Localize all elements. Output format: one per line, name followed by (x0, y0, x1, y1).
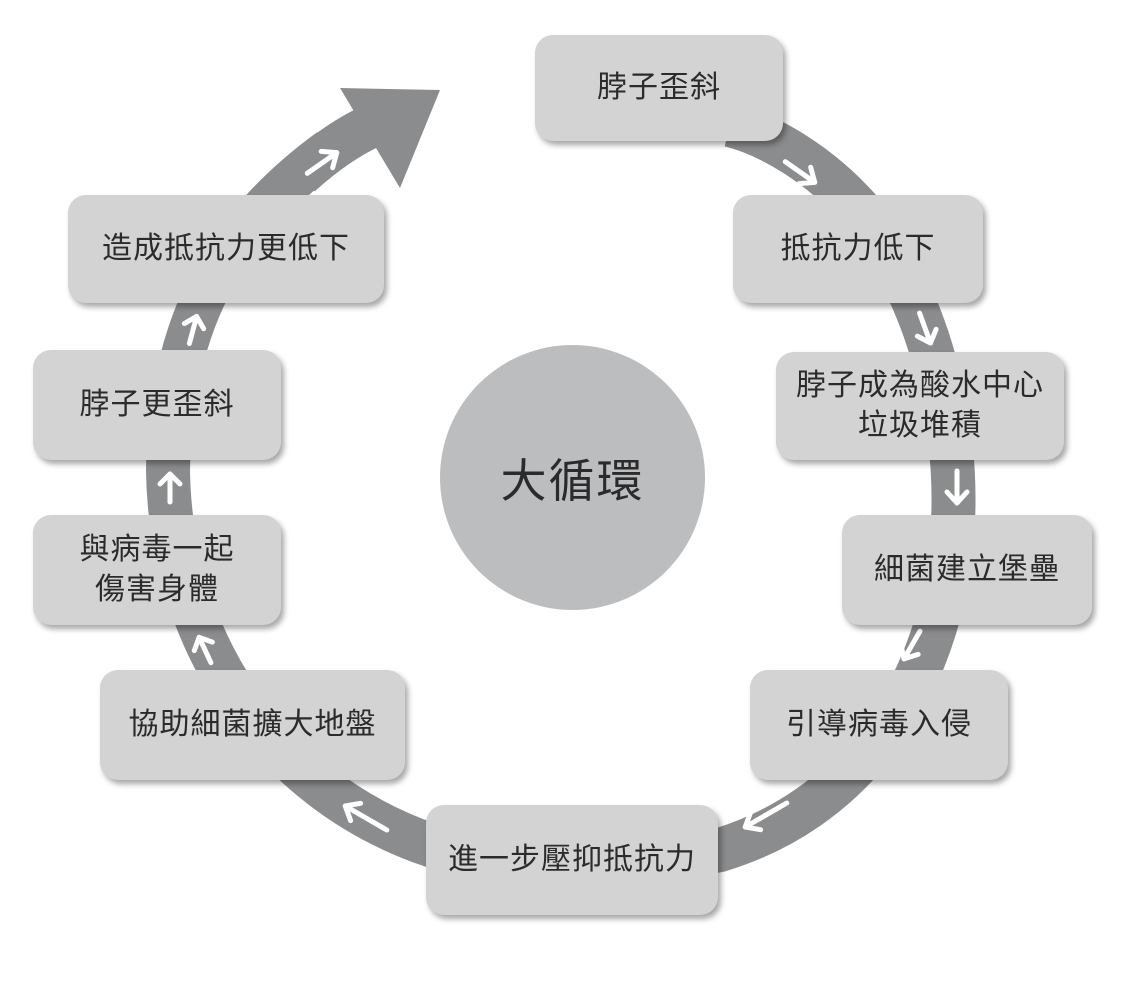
step-box-expand-territory: 協助細菌擴大地盤 (100, 670, 405, 780)
center-circle: 大循環 (440, 345, 705, 610)
arrow-icon (742, 800, 790, 833)
step-label: 造成抵抗力更低下 (102, 231, 350, 266)
step-box-acid-garbage: 脖子成為酸水中心 垃圾堆積 (776, 352, 1064, 460)
step-box-resistance-lower: 造成抵抗力更低下 (68, 195, 384, 303)
step-box-neck-more-tilted: 脖子更歪斜 (33, 350, 281, 460)
step-label: 傷害身體 (95, 572, 219, 607)
step-label: 脖子歪斜 (597, 70, 721, 105)
step-box-neck-tilted: 脖子歪斜 (535, 35, 783, 141)
arrowhead-shaft (285, 97, 400, 192)
center-label: 大循環 (500, 453, 645, 508)
arrow-icon (191, 634, 215, 666)
step-box-resistance-low: 抵抗力低下 (733, 195, 983, 303)
arrow-icon (181, 313, 207, 347)
step-label: 與病毒一起 (79, 532, 235, 567)
step-label: 脖子成為酸水中心 (796, 368, 1044, 403)
arrow-icon (944, 468, 970, 506)
step-label: 細菌建立堡壘 (874, 552, 1060, 587)
arrow-icon (304, 148, 340, 176)
step-box-bacteria-fortress: 細菌建立堡壘 (842, 515, 1092, 625)
step-box-suppress-resistance: 進一步壓抑抵抗力 (426, 805, 718, 915)
step-label: 脖子更歪斜 (79, 387, 235, 422)
arrow-icon (342, 800, 390, 833)
step-label: 垃圾堆積 (858, 408, 982, 443)
arrow-icon (157, 471, 183, 505)
step-label: 抵抗力低下 (780, 231, 936, 266)
step-label: 引導病毒入侵 (786, 707, 972, 742)
step-label: 進一步壓抑抵抗力 (448, 842, 696, 877)
arrow-icon (898, 628, 923, 662)
arrow-icon (914, 310, 939, 346)
step-label: 協助細菌擴大地盤 (128, 707, 377, 742)
step-box-harm-body: 與病毒一起 傷害身體 (33, 515, 281, 625)
step-box-virus-invasion: 引導病毒入侵 (750, 670, 1008, 780)
arrow-icon (782, 159, 818, 187)
